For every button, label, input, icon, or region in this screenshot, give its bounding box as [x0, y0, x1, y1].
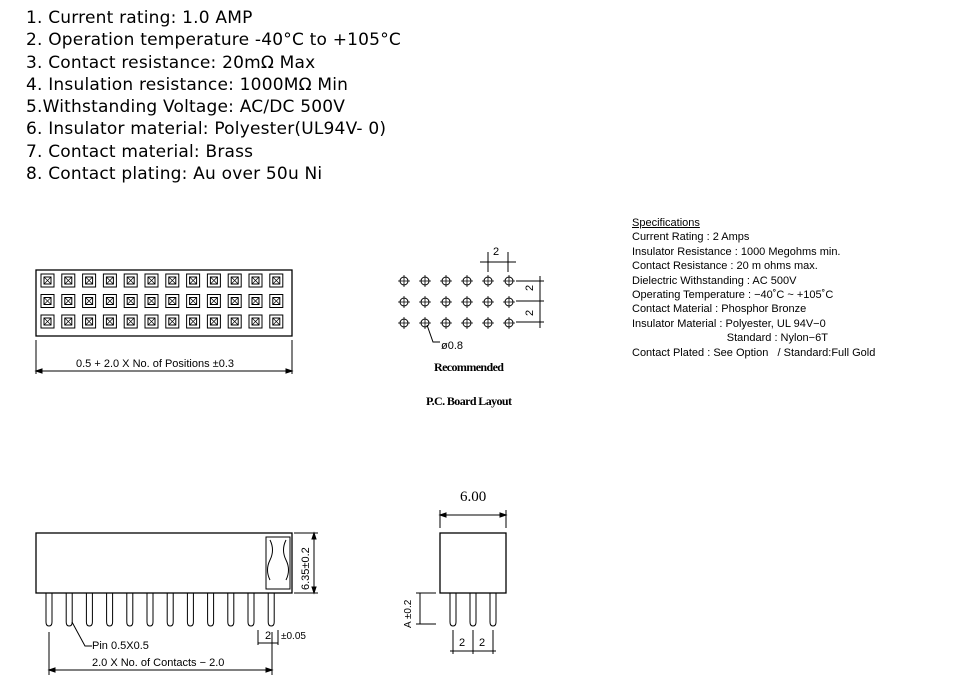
- contacts-dimension: 2.0 X No. of Contacts − 2.0: [92, 657, 225, 669]
- pcb-layout: [398, 252, 544, 343]
- end-width-dimension: 6.00: [460, 489, 487, 505]
- end-pitch-1: 2: [459, 637, 466, 649]
- end-view: [416, 510, 508, 654]
- hole-diameter-label: ø0.8: [441, 340, 464, 352]
- end-a-dimension: A ±0.2: [403, 599, 414, 628]
- height-dimension: 6.35±0.2: [300, 547, 312, 590]
- spec-item: 6. Insulator material: Polyester(UL94V- …: [26, 119, 387, 140]
- spec-item: 8. Contact plating: Au over 50u Ni: [26, 164, 323, 185]
- spec-box-line: Current Rating : 2 Amps: [632, 231, 750, 244]
- end-pitch-2: 2: [479, 637, 486, 649]
- spec-item: 2. Operation temperature -40°C to +105°C: [26, 30, 401, 51]
- pcb-pitch-right-1: 2: [524, 284, 536, 291]
- side-view: [35, 531, 318, 675]
- spec-box-line: Contact Resistance : 20 m ohms max.: [632, 260, 818, 273]
- spec-box-line: Dielectric Withstanding : AC 500V: [632, 274, 797, 287]
- spec-item: 3. Contact resistance: 20mΩ Max: [26, 52, 316, 73]
- pin-tolerance-label: ±0.05: [281, 631, 306, 642]
- spec-box-line: Contact Material : Phosphor Bronze: [632, 303, 807, 316]
- spec-box-line: Insulator Resistance : 1000 Megohms min.: [632, 245, 841, 258]
- spec-box-line: Standard : Nylon−6T: [632, 332, 828, 345]
- spec-box-line: Operating Temperature : −40˚C ~ +105˚C: [632, 289, 834, 302]
- top-view-dimension: 0.5 + 2.0 X No. of Positions ±0.3: [76, 358, 234, 370]
- top-view: [34, 269, 294, 374]
- spec-item: 7. Contact material: Brass: [26, 141, 254, 162]
- spec-box-line: Contact Plated : See Option / Standard:F…: [632, 346, 876, 359]
- spec-item: 4. Insulation resistance: 1000MΩ Min: [26, 74, 349, 95]
- pin-pitch-label: 2: [265, 630, 272, 642]
- spec-box-heading: Specifications: [632, 217, 700, 229]
- pcb-layout-title: P.C. Board Layout: [426, 394, 512, 408]
- spec-item: 1. Current rating: 1.0 AMP: [26, 8, 253, 28]
- spec-box-line: Insulator Material : Polyester, UL 94V−0: [632, 317, 826, 330]
- pin-size-label: Pin 0.5X0.5: [92, 640, 149, 652]
- pcb-pitch-right-2: 2: [524, 309, 536, 316]
- recommended-label: Recommended: [434, 360, 504, 374]
- pcb-pitch-top: 2: [493, 246, 500, 258]
- spec-item: 5.Withstanding Voltage: AC/DC 500V: [26, 97, 346, 118]
